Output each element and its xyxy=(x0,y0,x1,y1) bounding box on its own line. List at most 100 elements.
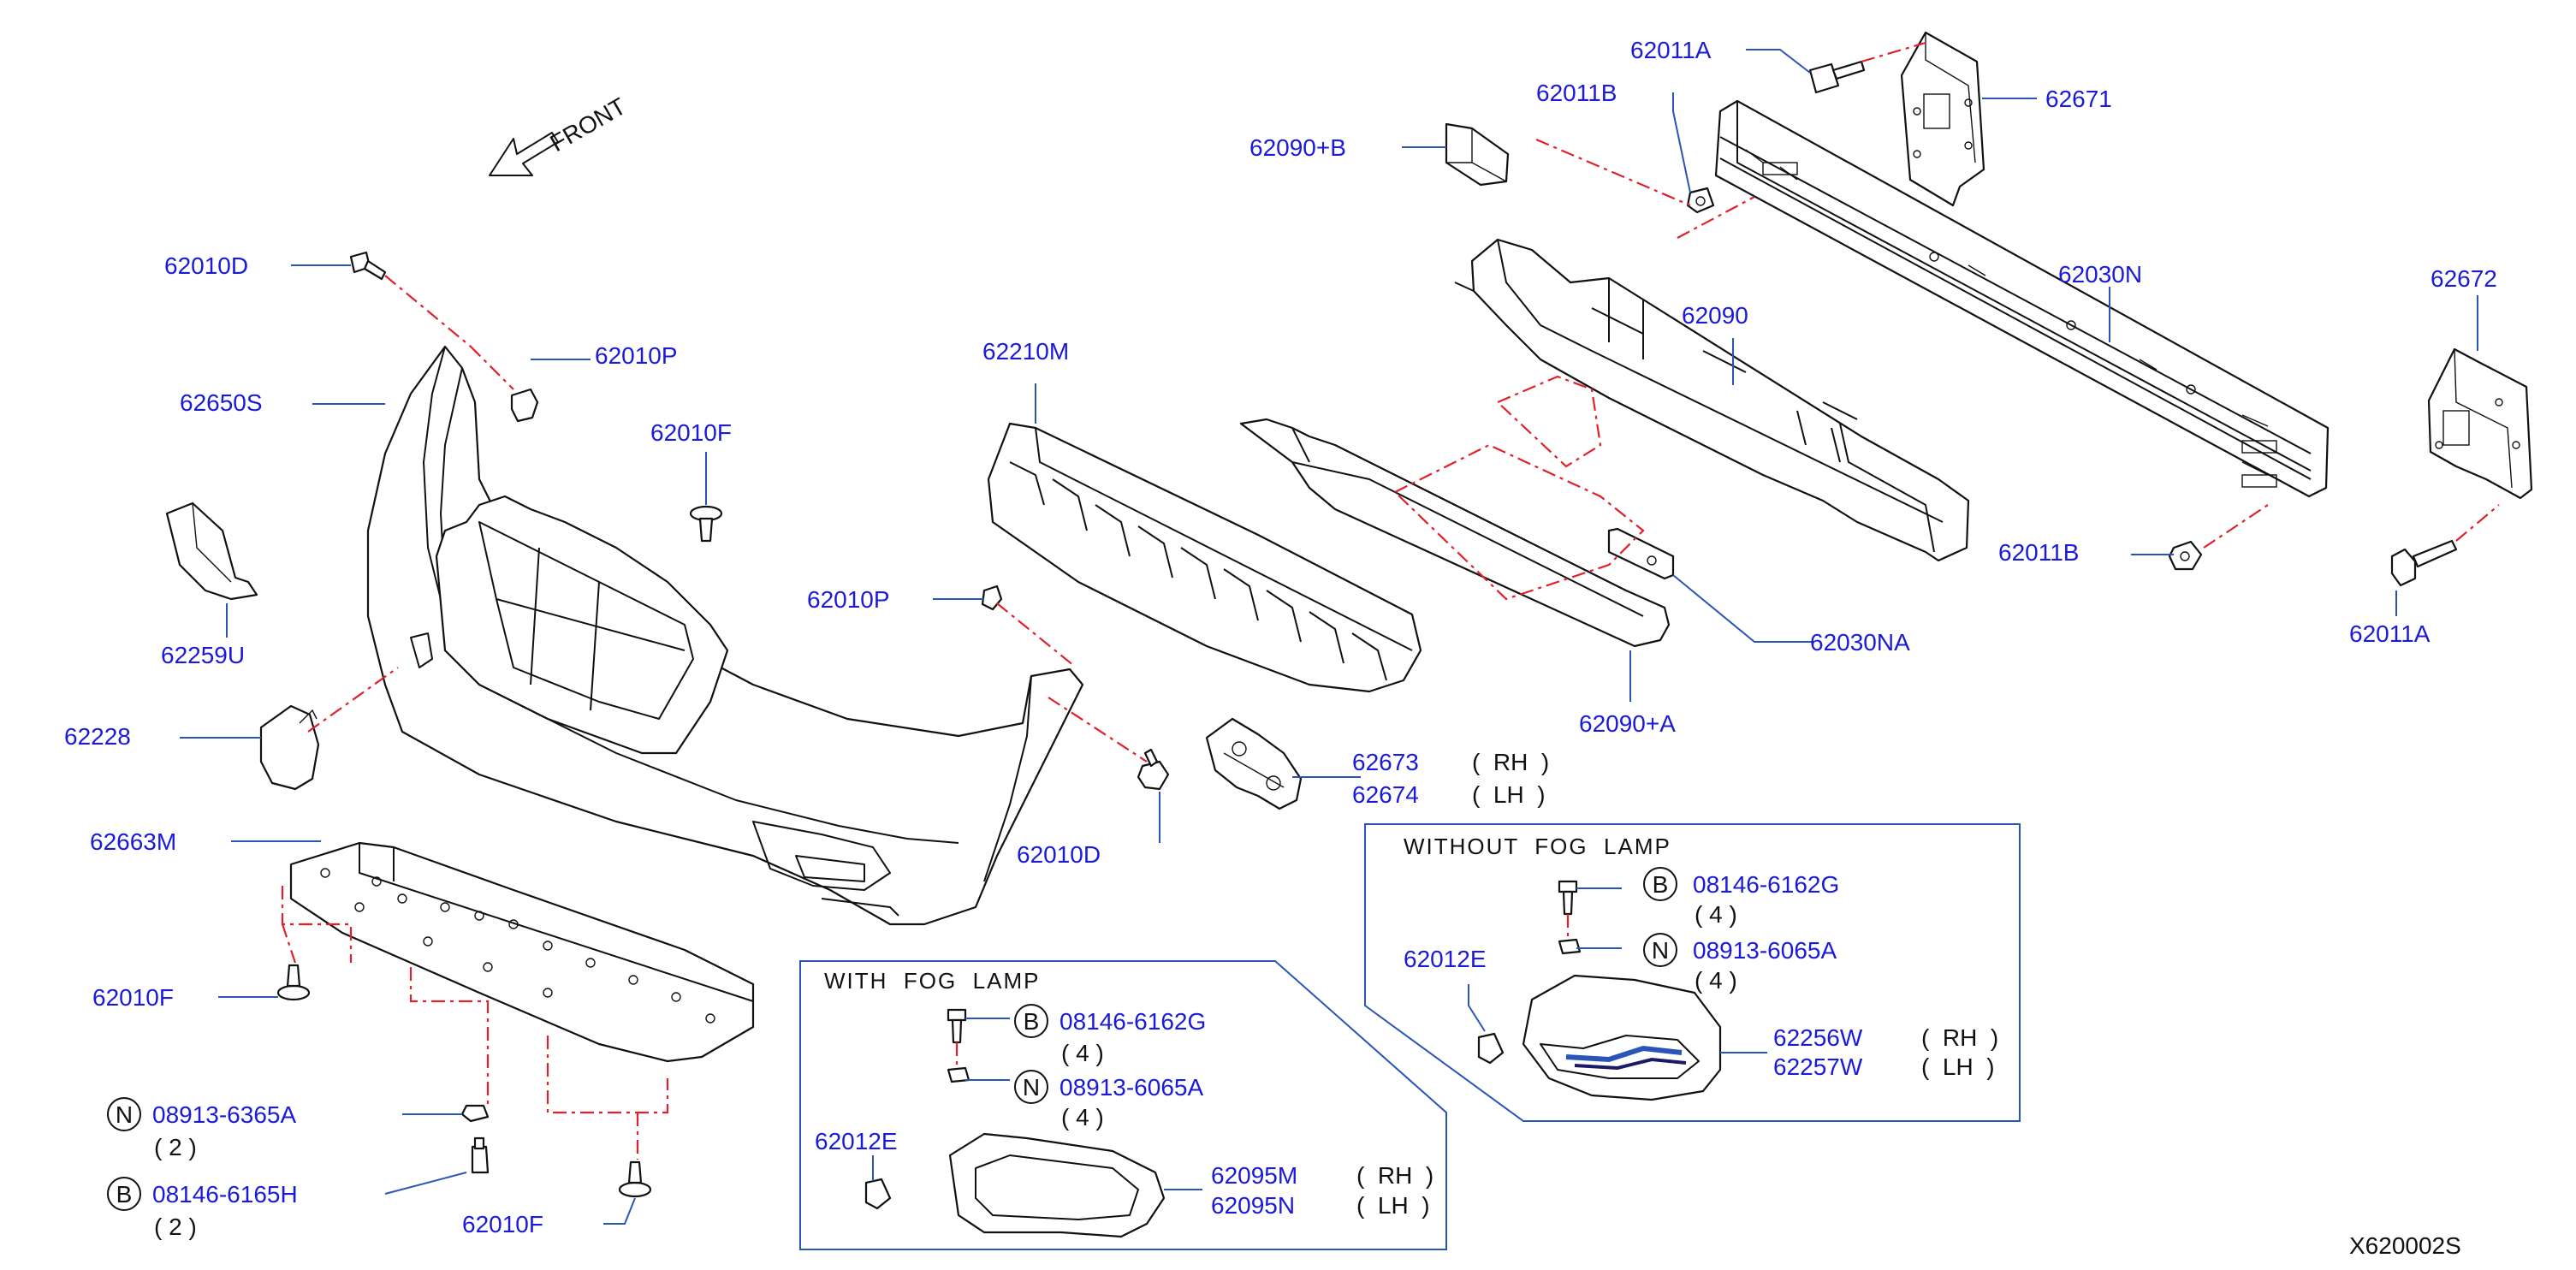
label-62650S: 62650S xyxy=(180,389,263,416)
bolt-62010D-mid-icon xyxy=(1137,748,1170,791)
circle-mark-n-left: N xyxy=(107,1097,141,1131)
label-08913-6065A-with: 08913-6065A xyxy=(1059,1074,1203,1101)
leader-lines-without xyxy=(1468,887,1767,1053)
clip-62010F-bottom-icon xyxy=(618,1160,652,1198)
label-62012E-with: 62012E xyxy=(815,1128,898,1154)
note-lh-62674: ( LH ) xyxy=(1472,781,1546,808)
label-62210M: 62210M xyxy=(982,338,1069,365)
label-62090B: 62090+B xyxy=(1249,134,1346,161)
label-62673: 62673 xyxy=(1352,749,1419,775)
label-08146-6165H: 08146-6165H xyxy=(152,1181,298,1208)
label-08913-6065A-without: 08913-6065A xyxy=(1693,937,1837,964)
front-label: FRONT xyxy=(546,92,631,157)
label-62011A-right: 62011A xyxy=(2349,620,2431,647)
circle-mark-b-with: B xyxy=(1014,1004,1048,1038)
label-62010F-mid: 62010F xyxy=(650,419,732,446)
with-fog-lamp-box xyxy=(799,960,1447,1250)
bracket-62259U xyxy=(165,501,258,601)
label-62011B-right: 62011B xyxy=(1998,539,2079,566)
energy-absorber-62090 xyxy=(1454,238,1970,562)
label-62671: 62671 xyxy=(2045,86,2112,112)
bumper-reinforcement-62030N xyxy=(1714,99,2330,498)
note-rh-62673: ( RH ) xyxy=(1472,749,1549,775)
with-fog-lamp-heading: WITH FOG LAMP xyxy=(824,968,1040,994)
label-62256W: 62256W xyxy=(1773,1024,1863,1051)
plate-62030NA xyxy=(1607,527,1675,580)
bracket-62672 xyxy=(2427,347,2533,500)
label-62090: 62090 xyxy=(1682,302,1748,329)
label-62257W: 62257W xyxy=(1773,1053,1863,1080)
clip-62012E-with-icon xyxy=(864,1178,892,1210)
qty-08913-6065A-without: ( 4 ) xyxy=(1695,967,1737,994)
label-62674: 62674 xyxy=(1352,781,1419,808)
svg-text:N: N xyxy=(1652,937,1669,964)
svg-text:B: B xyxy=(1024,1008,1040,1035)
clip-62010F-mid-icon xyxy=(689,505,723,543)
label-62010P-top: 62010P xyxy=(595,342,678,369)
label-62010F-left: 62010F xyxy=(92,984,174,1011)
label-62663M: 62663M xyxy=(90,828,176,855)
clip-62010F-left-icon xyxy=(276,964,311,1001)
finisher-62095M-62095N xyxy=(948,1132,1166,1238)
front-arrow-icon xyxy=(489,132,559,176)
label-62030N: 62030N xyxy=(2058,261,2142,288)
svg-text:N: N xyxy=(1023,1074,1040,1101)
bolt-08146-6162G-with-icon xyxy=(947,1008,967,1044)
label-08913-6365A: 08913-6365A xyxy=(152,1101,296,1128)
without-fog-lamp-box xyxy=(1364,823,2021,1122)
label-62030NA: 62030NA xyxy=(1810,629,1910,656)
without-fog-lamp-heading: WITHOUT FOG LAMP xyxy=(1404,834,1671,859)
absorber-strip-62090A xyxy=(1239,418,1671,648)
tow-cover-62228 xyxy=(259,704,320,791)
leader-lines xyxy=(180,49,2478,1225)
bolt-08146-6165H-icon xyxy=(471,1136,490,1174)
qty-08146-6165H: ( 2 ) xyxy=(154,1214,197,1240)
alignment-lines xyxy=(281,41,2500,1160)
clip-62010P-top-icon xyxy=(510,388,539,423)
label-62010D-mid: 62010D xyxy=(1017,841,1101,868)
label-62672: 62672 xyxy=(2431,265,2497,292)
clip-62012E-without-icon xyxy=(1477,1032,1505,1065)
circle-mark-n-with: N xyxy=(1014,1070,1048,1104)
bolt-62010D-top-icon xyxy=(349,251,387,281)
label-62095M: 62095M xyxy=(1211,1162,1297,1189)
label-62259U: 62259U xyxy=(161,642,245,668)
label-62010P-mid: 62010P xyxy=(807,586,890,613)
note-lh-62257W: ( LH ) xyxy=(1921,1053,1995,1080)
label-62090A: 62090+A xyxy=(1579,710,1676,737)
finisher-62256W-62257W xyxy=(1522,974,1722,1101)
nut-62011B-right-icon xyxy=(2168,540,2203,571)
nut-08913-6065A-without-icon xyxy=(1558,938,1582,955)
label-08146-6162G-without: 08146-6162G xyxy=(1693,871,1839,898)
circle-mark-b-without: B xyxy=(1643,867,1677,901)
svg-text:B: B xyxy=(1653,871,1669,898)
label-62012E-without: 62012E xyxy=(1404,946,1487,972)
bumper-fascia-62650S xyxy=(366,345,1084,926)
label-62010D-top: 62010D xyxy=(164,252,248,279)
qty-08146-6162G-without: ( 4 ) xyxy=(1695,901,1737,928)
circle-mark-n-without: N xyxy=(1643,933,1677,967)
bolt-08146-6162G-without-icon xyxy=(1558,880,1578,916)
note-rh-62095M: ( RH ) xyxy=(1356,1162,1433,1189)
bracket-62671 xyxy=(1900,31,1985,207)
label-62095N: 62095N xyxy=(1211,1192,1295,1219)
qty-08913-6065A-with: ( 4 ) xyxy=(1061,1104,1104,1131)
label-62010F-bottom: 62010F xyxy=(462,1211,543,1237)
leader-lines-with xyxy=(872,1018,1202,1190)
bolt-62011A-top-icon xyxy=(1808,60,1866,94)
nut-08913-6365A-icon xyxy=(460,1104,490,1123)
svg-text:B: B xyxy=(116,1181,133,1208)
spacer-62090B xyxy=(1445,122,1510,187)
label-62228: 62228 xyxy=(64,723,131,750)
circle-mark-b-left: B xyxy=(107,1177,141,1211)
clip-62010P-mid-icon xyxy=(981,585,1003,611)
note-lh-62095N: ( LH ) xyxy=(1356,1192,1430,1219)
qty-08146-6162G-with: ( 4 ) xyxy=(1061,1040,1104,1066)
grille-plate-62210M xyxy=(987,422,1422,693)
bracket-62673-62674 xyxy=(1205,717,1303,810)
label-08146-6162G-with: 08146-6162G xyxy=(1059,1008,1206,1035)
note-rh-62256W: ( RH ) xyxy=(1921,1024,1998,1051)
svg-text:N: N xyxy=(116,1101,133,1128)
qty-08913-6365A: ( 2 ) xyxy=(154,1134,197,1160)
